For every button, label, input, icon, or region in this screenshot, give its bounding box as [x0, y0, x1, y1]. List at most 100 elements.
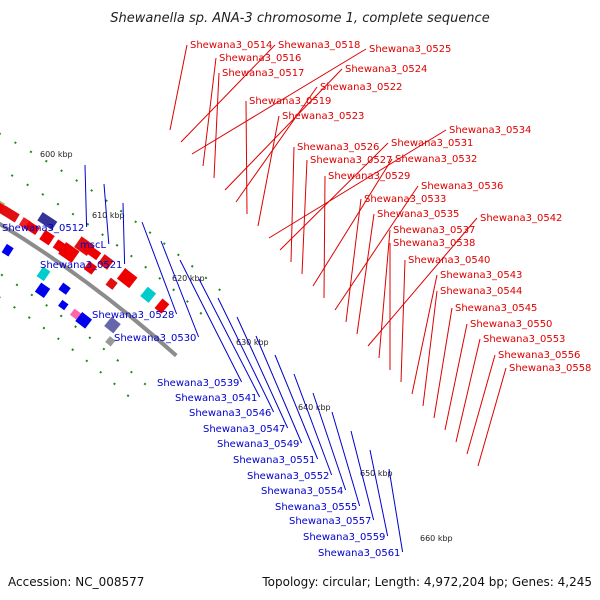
label-Shewana3_0538: Shewana3_0538 — [393, 238, 475, 249]
label-Shewana3_0512: Shewana3_0512 — [2, 223, 84, 234]
map-title: Shewanella sp. ANA-3 chromosome 1, compl… — [110, 11, 489, 26]
leader-Shewana3_0532 — [312, 158, 393, 287]
label-Shewana3_0537: Shewana3_0537 — [393, 225, 475, 236]
label-Shewana3_0561: Shewana3_0561 — [318, 548, 400, 559]
leader-Shewana3_0517 — [213, 72, 220, 179]
leader-Shewana3_0521 — [122, 202, 126, 265]
reverse-gene — [36, 266, 51, 282]
leader-Shewana3_0533 — [345, 198, 362, 323]
leader-Shewana3_0547 — [236, 316, 289, 429]
leader-Shewana3_0551 — [274, 354, 319, 460]
leader-Shewana3_0559 — [369, 449, 389, 537]
label-Shewana3_0532: Shewana3_0532 — [395, 154, 477, 165]
forward-gene — [24, 220, 40, 236]
leader-Shewana3_0540 — [400, 259, 406, 383]
scale-label-640-kbp: 640 kbp — [298, 403, 331, 412]
label-Shewana3_0552: Shewana3_0552 — [247, 471, 329, 482]
leader-Shewana3_0530 — [160, 240, 200, 338]
reverse-gene — [58, 282, 71, 295]
label-Shewana3_0529: Shewana3_0529 — [328, 171, 410, 182]
leader-Shewana3_0554 — [312, 392, 347, 491]
leader-Shewana3_0512 — [84, 164, 88, 228]
label-Shewana3_0518: Shewana3_0518 — [278, 40, 360, 51]
forward-gene — [81, 242, 102, 261]
scale-label-600-kbp: 600 kbp — [40, 150, 73, 159]
reverse-gene — [75, 312, 93, 329]
leader-Shewana3_0528 — [141, 221, 178, 315]
leader-Shewana3_0514 — [169, 44, 188, 131]
gene-tracks — [0, 132, 230, 403]
leader-Shewana3_0516 — [202, 57, 217, 167]
label-Shewana3_0527: Shewana3_0527 — [310, 155, 392, 166]
tick-ring-3 — [0, 132, 230, 299]
scale-label-610-kbp: 610 kbp — [92, 211, 125, 220]
leader-Shewana3_0536 — [334, 185, 419, 311]
leader-Shewana3_0558 — [477, 367, 507, 467]
label-Shewana3_0524: Shewana3_0524 — [345, 64, 427, 75]
leader-Shewana3_0535 — [356, 213, 375, 335]
leader-Shewana3_0531 — [279, 142, 389, 251]
label-Shewana3_0543: Shewana3_0543 — [440, 270, 522, 281]
leader-Shewana3_0529 — [323, 175, 326, 299]
forward-gene — [98, 254, 114, 270]
reverse-gene — [58, 299, 69, 311]
leader-Shewana3_0545 — [433, 307, 453, 419]
label-Shewana3_0553: Shewana3_0553 — [483, 334, 565, 345]
label-Shewana3_0516: Shewana3_0516 — [219, 53, 301, 64]
forward-gene — [83, 261, 98, 275]
reverse-gene — [105, 336, 116, 347]
forward-gene — [58, 242, 80, 263]
forward-gene — [105, 277, 118, 290]
forward-gene — [140, 286, 157, 303]
label-Shewana3_0536: Shewana3_0536 — [421, 181, 503, 192]
label-leader-lines — [84, 44, 507, 553]
leader-Shewana3_0518 — [180, 44, 276, 143]
forward-gene — [37, 212, 58, 230]
label-Shewana3_0559: Shewana3_0559 — [303, 532, 385, 543]
forward-gene — [18, 217, 31, 230]
label-Shewana3_0558: Shewana3_0558 — [509, 363, 591, 374]
leader-Shewana3_0550 — [444, 323, 468, 431]
leader-Shewana3_0557 — [350, 430, 375, 521]
label-Shewana3_0545: Shewana3_0545 — [455, 303, 537, 314]
leader-Shewana3_0553 — [455, 338, 481, 443]
leader-Shewana3_0546 — [217, 297, 275, 413]
leader-Shewana3_0542 — [367, 217, 478, 347]
forward-gene — [0, 205, 20, 223]
label-Shewana3_0540: Shewana3_0540 — [408, 255, 490, 266]
leader-Shewana3_0527 — [301, 159, 308, 275]
label-Shewana3_0541: Shewana3_0541 — [175, 393, 257, 404]
scale-label-630-kbp: 630 kbp — [236, 338, 269, 347]
label-Shewana3_0551: Shewana3_0551 — [233, 455, 315, 466]
label-mscL: mscL — [80, 240, 106, 251]
label-Shewana3_0526: Shewana3_0526 — [297, 142, 379, 153]
leader-Shewana3_0539 — [179, 259, 243, 383]
leader-mscL — [103, 183, 110, 245]
leader-Shewana3_0537 — [378, 229, 391, 359]
label-Shewana3_0519: Shewana3_0519 — [249, 96, 331, 107]
leader-Shewana3_0555 — [331, 411, 361, 507]
label-Shewana3_0521: Shewana3_0521 — [40, 260, 122, 271]
label-Shewana3_0539: Shewana3_0539 — [157, 378, 239, 389]
leader-Shewana3_0549 — [255, 335, 303, 444]
leader-Shewana3_0526 — [290, 146, 295, 263]
label-Shewana3_0556: Shewana3_0556 — [498, 350, 580, 361]
chromosome-backbone — [0, 221, 178, 358]
label-Shewana3_0550: Shewana3_0550 — [470, 319, 552, 330]
topology-text: Topology: circular; Length: 4,972,204 bp… — [261, 575, 592, 589]
leader-Shewana3_0561 — [388, 468, 404, 553]
reverse-gene — [104, 316, 121, 334]
label-Shewana3_0544: Shewana3_0544 — [440, 286, 522, 297]
forward-gene — [39, 229, 55, 246]
label-Shewana3_0557: Shewana3_0557 — [289, 516, 371, 527]
label-Shewana3_0514: Shewana3_0514 — [190, 40, 272, 51]
leader-Shewana3_0544 — [422, 290, 438, 407]
label-Shewana3_0533: Shewana3_0533 — [364, 194, 446, 205]
label-Shewana3_0549: Shewana3_0549 — [217, 439, 299, 450]
forward-gene — [116, 268, 138, 289]
label-Shewana3_0528: Shewana3_0528 — [92, 310, 174, 321]
leader-Shewana3_0534 — [268, 129, 447, 239]
scale-label-660-kbp: 660 kbp — [420, 534, 453, 543]
